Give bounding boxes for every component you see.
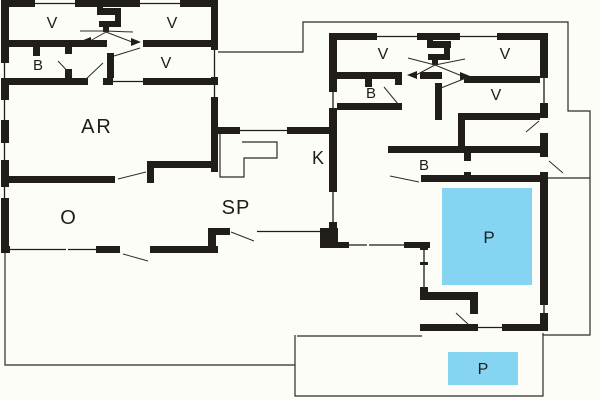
room-label-bedroom-left-2: V bbox=[167, 15, 178, 32]
door-swings bbox=[57, 30, 564, 326]
room-label-bath-right-2: B bbox=[419, 157, 429, 174]
room-label-bedroom-left-3: V bbox=[161, 55, 172, 72]
room-labels: V V B V AR O SP K V V B V B P P bbox=[33, 15, 511, 378]
room-label-bedroom-left-1: V bbox=[47, 15, 58, 32]
room-label-bedroom-right-2: V bbox=[500, 46, 511, 63]
pool-small-label: P bbox=[478, 361, 489, 378]
room-label-bath-right-1: B bbox=[366, 85, 376, 102]
lot-outline bbox=[4, 21, 591, 397]
room-label-bedroom-right-1: V bbox=[378, 46, 389, 63]
room-label-o: O bbox=[60, 207, 76, 229]
stairs-icon bbox=[219, 128, 278, 178]
door-arrow-left-icon bbox=[407, 71, 417, 79]
pool-small bbox=[448, 352, 518, 385]
door-arrow-left-icon bbox=[81, 37, 91, 45]
room-label-sp: SP bbox=[222, 197, 251, 219]
right-building-walls bbox=[329, 33, 548, 331]
pool-main bbox=[442, 188, 532, 285]
room-label-k: K bbox=[312, 148, 324, 168]
door-arrow-right-icon bbox=[131, 38, 141, 46]
pool-main-label: P bbox=[483, 228, 494, 247]
room-label-bath-left: B bbox=[33, 57, 43, 74]
door-arrow-right-icon bbox=[460, 72, 470, 80]
room-label-ar: AR bbox=[81, 116, 113, 138]
windows bbox=[1, 0, 548, 331]
door-arrow-icons bbox=[81, 37, 470, 80]
room-label-bedroom-right-3: V bbox=[491, 87, 502, 104]
